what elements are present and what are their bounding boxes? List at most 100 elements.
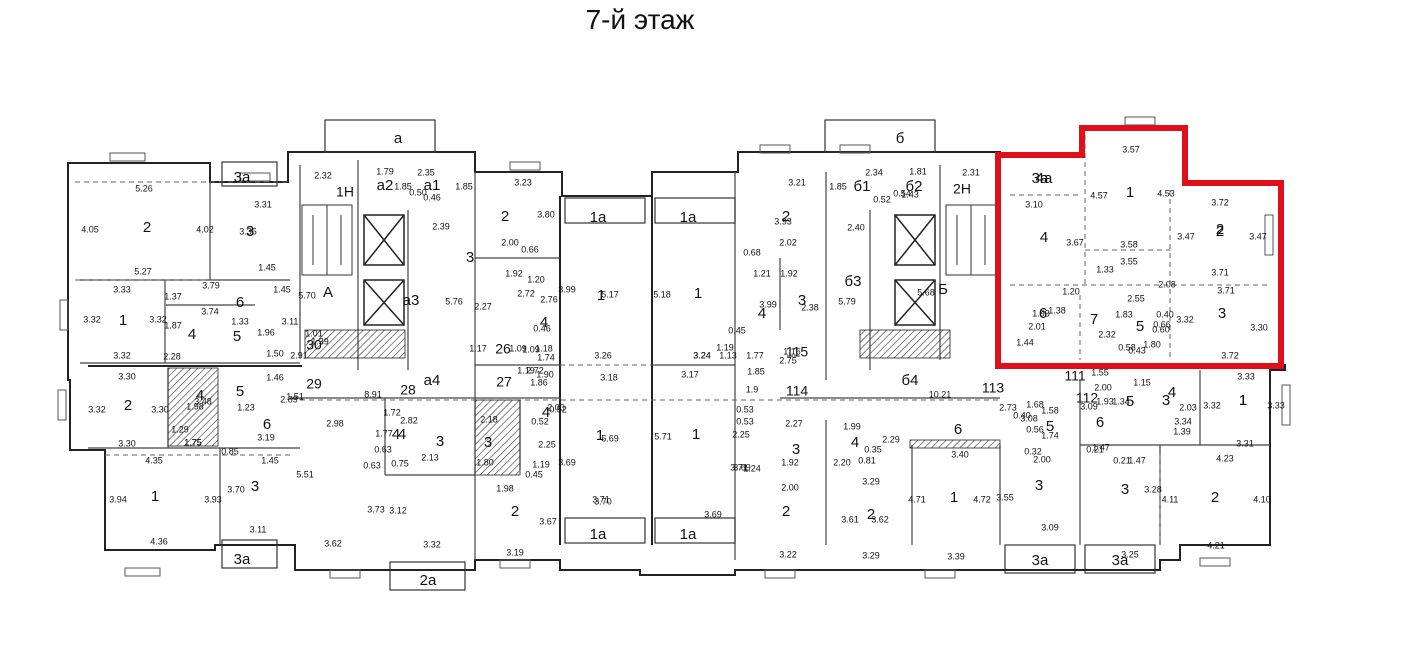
room-label-13: 3 [246,223,254,240]
room-label-69: 4 [1040,229,1048,246]
dimension-label-39: 0.85 [221,446,239,456]
room-label-28: 4 [540,314,548,331]
dimension-label-128: 1.24 [743,463,761,473]
room-label-71: 6 [1039,305,1047,322]
dimension-label-169: 1.58 [1041,405,1059,415]
room-label-9: 3а [1032,552,1049,569]
dimension-label-223: 3.31 [1236,438,1254,448]
room-label-17: 5 [233,328,241,345]
apartment-marker-5: 27 [496,374,512,390]
dimension-label-53: 1.46 [266,372,284,382]
dimension-label-181: 3.55 [1120,256,1138,266]
dimension-label-72: 2.00 [501,237,519,247]
dimension-label-123: 1.9 [746,384,759,394]
dimension-label-95: 2.25 [538,439,556,449]
dimension-label-64: 2.82 [400,415,418,425]
dimension-label-63: 3.73 [367,504,385,514]
room-label-45: Б [938,281,948,298]
dimension-label-91: 1.80 [476,457,494,467]
dimension-label-65: 0.75 [391,458,409,468]
dimension-label-96: 3.69 [558,457,576,467]
dimension-label-102: 3.18 [600,372,618,382]
dimension-label-74: 1.92 [505,268,523,278]
room-label-55: 3 [1035,477,1043,494]
dimension-label-144: 0.52 [873,194,891,204]
room-label-2: 1а [590,209,607,226]
room-label-32: 3 [484,434,492,451]
dimension-label-141: 1.81 [909,166,927,176]
dimension-label-85: 1.09 [522,344,540,354]
dimension-label-27: 1.98 [186,401,204,411]
room-label-10: 3а [1112,552,1129,569]
room-label-41: б4 [902,372,919,389]
dimension-label-59: 5.51 [296,469,314,479]
room-label-29: 1 [597,287,605,304]
room-label-12: 2 [143,219,151,236]
dashed-partitions [75,135,1270,540]
room-label-40: а4 [424,372,441,389]
dimension-label-224: 1.39 [1173,426,1191,436]
dimension-label-7: 3.32 [83,314,101,324]
dimension-label-90: 2.18 [480,414,498,424]
dimension-label-34: 4.36 [150,536,168,546]
room-label-33: 1 [596,427,604,444]
room-label-68: 1 [1126,184,1134,201]
dimension-label-58: 2.98 [326,418,344,428]
dimension-label-221: 3.32 [1203,400,1221,410]
dimension-label-160: 4.71 [908,494,926,504]
dimension-label-6: 3.33 [113,284,131,294]
dimension-label-186: 3.71 [1217,285,1235,295]
dimension-label-187: 2.08 [1158,279,1176,289]
room-label-35: 3 [798,292,806,309]
dimension-label-168: 0.40 [1013,410,1031,420]
balconies [221,119,1156,591]
dimension-label-4: 3.31 [254,199,272,209]
dimension-label-9: 3.32 [113,350,131,360]
dimension-label-209: 2.00 [1094,382,1112,392]
dimension-label-198: 3.32 [1176,314,1194,324]
stairwells [301,204,997,276]
dimension-label-113: 1.21 [753,268,771,278]
dimension-label-179: 3.67 [1066,237,1084,247]
apartment-marker-7: 115 [786,344,809,360]
dimension-label-189: 1.20 [1062,286,1080,296]
room-label-26: 2 [501,208,509,225]
dimension-label-137: 5.18 [653,289,671,299]
dimension-label-47: 2.39 [432,221,450,231]
dimension-label-139: 3.24 [693,350,711,360]
dimension-label-201: 2.32 [1098,329,1116,339]
dimension-label-161: 4.72 [973,494,991,504]
dimension-label-124: 2.27 [785,418,803,428]
room-label-3: 1а [680,209,697,226]
dimension-label-228: 4.21 [1207,540,1225,550]
dimension-label-213: 3.34 [1174,416,1192,426]
dimension-label-165: 3.09 [1041,522,1059,532]
dimension-label-145: 1.43 [901,189,919,199]
dimension-label-8: 3.32 [149,314,167,324]
dimension-label-205: 0.66 [1153,319,1171,329]
dimension-label-204: 1.80 [1143,339,1161,349]
room-label-21: 6 [263,416,271,433]
dimension-label-159: 3.29 [862,550,880,560]
dimension-label-147: 5.79 [838,296,856,306]
room-label-62: 4 [1168,384,1176,401]
dimension-label-170: 1.68 [1026,399,1044,409]
dimension-label-174: 2.00 [1033,454,1051,464]
dimension-label-157: 3.61 [841,514,859,524]
dimension-label-155: 2.20 [833,457,851,467]
apartment-marker-4: 28 [400,382,416,398]
room-label-58: 3 [1121,481,1129,498]
dimension-label-192: 1.38 [1048,305,1066,315]
dimension-label-83: 1.09 [509,343,527,353]
room-label-47: 1 [694,285,702,302]
dimension-label-94: 1.98 [496,483,514,493]
dimension-label-216: 1.47 [1128,455,1146,465]
room-label-73: 5 [1136,318,1144,335]
dimension-label-24: 3.30 [151,404,169,414]
dimension-label-162: 3.40 [951,449,969,459]
dimension-label-122: 1.85 [747,366,765,376]
dimension-label-203: 0.43 [1128,345,1146,355]
